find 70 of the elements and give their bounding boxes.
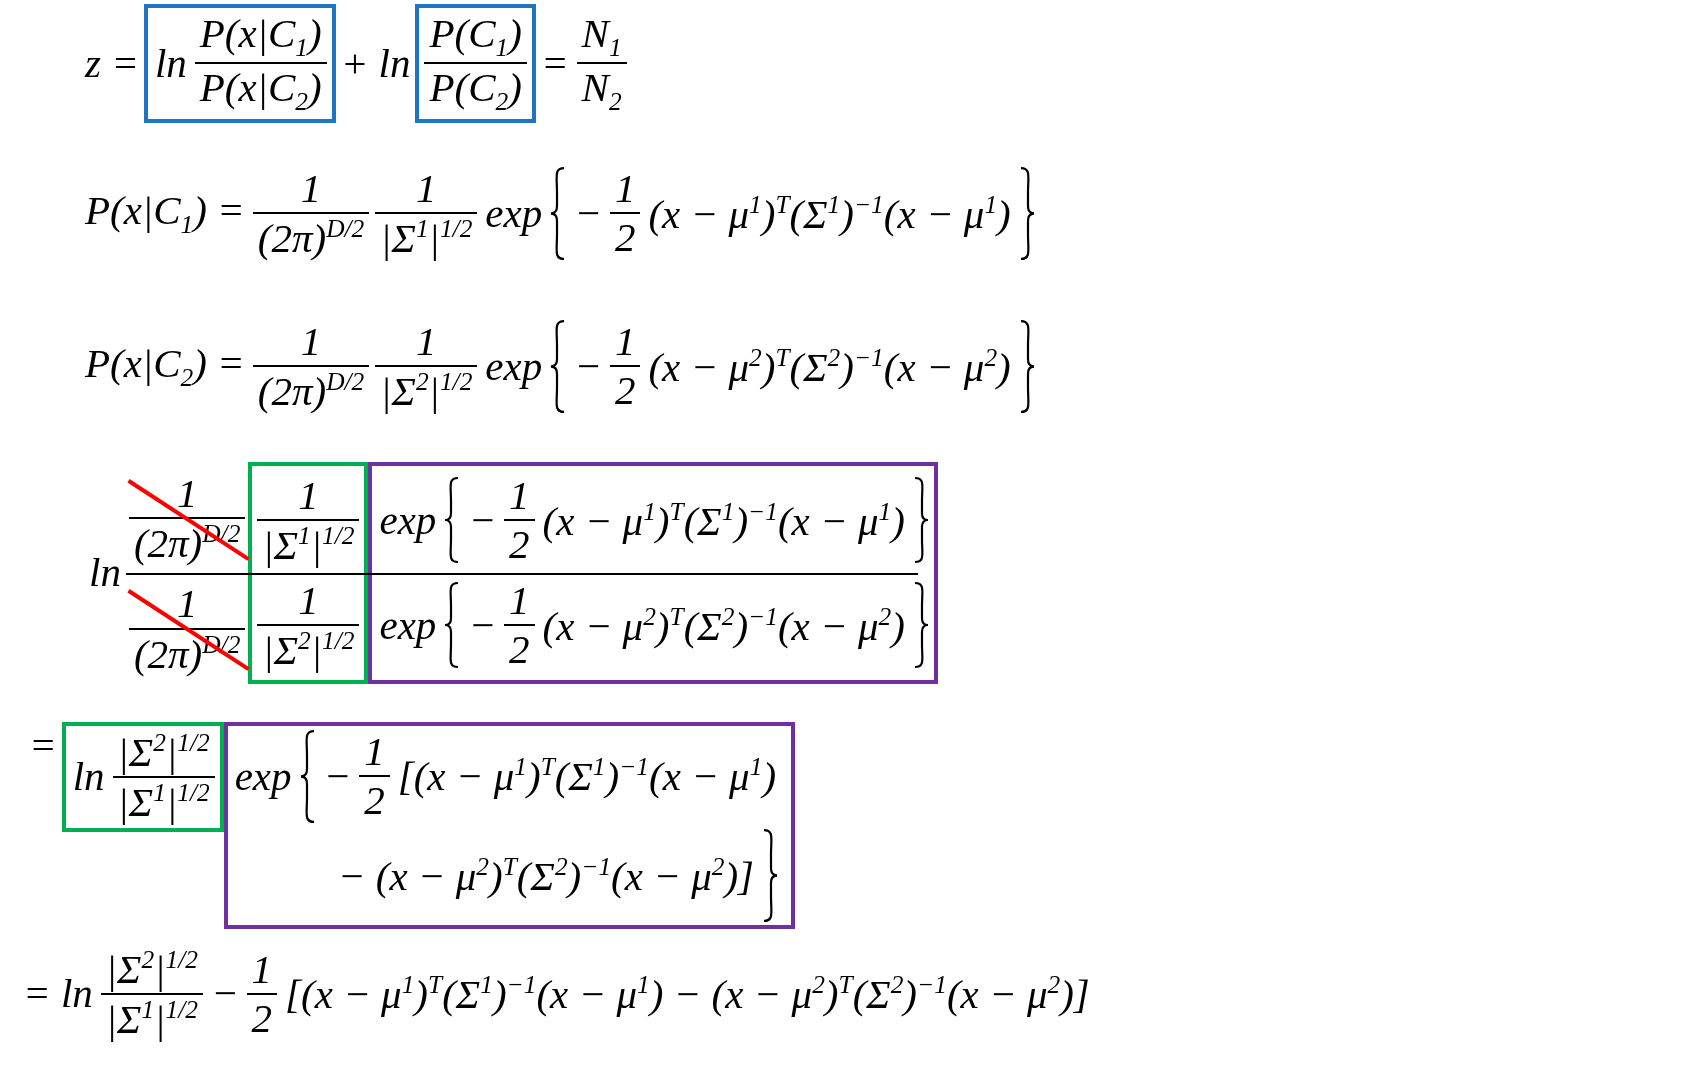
math-term: − bbox=[573, 342, 603, 391]
math-term: (2π)$^{D/2}$ bbox=[256, 367, 366, 415]
math-term: P(x|C$_{2}$) = bbox=[84, 340, 246, 393]
math-term: ln bbox=[88, 549, 122, 597]
math-term: N$_{2}$ bbox=[580, 64, 623, 117]
math-term: |Σ$^{2}$|$^{1/2}$ bbox=[116, 728, 211, 776]
math-term: (2π)$^{D/2}$ bbox=[256, 214, 366, 262]
highlight-box bbox=[248, 462, 369, 684]
math-term: = bbox=[28, 722, 58, 770]
math-term: P(x|C$_{1}$) bbox=[198, 10, 323, 63]
math-term: 1 bbox=[299, 165, 323, 213]
math-term: (x − μ$^{2}$)$^{T}$(Σ$^{2}$)$^{−1}$(x − μ$^{2}$) bbox=[541, 601, 906, 650]
math-term: |Σ$^{1}$|$^{1/2}$ bbox=[116, 777, 211, 826]
math-term: |Σ$^{1}$|$^{1/2}$ bbox=[261, 521, 356, 569]
highlight-box bbox=[368, 462, 938, 684]
highlight-box bbox=[223, 722, 796, 930]
math-term: 1 bbox=[250, 945, 274, 993]
math-term: 1 bbox=[175, 469, 199, 517]
math-term: 1 bbox=[415, 318, 438, 366]
math-term: exp bbox=[233, 752, 293, 800]
math-term: 2 bbox=[508, 521, 531, 569]
math-term: − bbox=[467, 496, 498, 545]
math-term: 1 bbox=[297, 472, 320, 520]
math-term: |Σ$^{2}$|$^{1/2}$ bbox=[379, 367, 474, 415]
math-term: |Σ$^{1}$|$^{1/2}$ bbox=[104, 994, 199, 1043]
math-term: ln bbox=[71, 753, 106, 801]
math-term: 1 bbox=[297, 576, 320, 625]
math-term: 1 bbox=[613, 165, 637, 213]
math-term: exp bbox=[484, 342, 544, 391]
math-term: 2 bbox=[508, 626, 531, 674]
math-term: ln bbox=[153, 39, 188, 87]
math-term: (x − μ$^{1}$)$^{T}$(Σ$^{1}$)$^{−1}$(x − μ$^{1}$) bbox=[647, 189, 1012, 238]
math-term: N$_{1}$ bbox=[580, 10, 623, 63]
math-term: 2 bbox=[250, 994, 274, 1042]
highlight-box bbox=[61, 722, 224, 832]
math-term: 1 bbox=[363, 728, 386, 776]
math-term: exp bbox=[378, 601, 438, 649]
math-term: 1 bbox=[175, 580, 199, 628]
math-term: [(x − μ$^{1}$)$^{T}$(Σ$^{1}$)$^{−1}$(x − μ$^{1}$) − (x − μ$^{2}$)$^{T}$(Σ$^{2}$)$^{−1}$(x − μ$^{2}$)] bbox=[284, 969, 1091, 1018]
math-term: P(C$_{1}$) bbox=[428, 10, 523, 63]
math-term: exp bbox=[484, 189, 544, 238]
math-term: P(x|C$_{2}$) bbox=[198, 64, 323, 117]
math-term: |Σ$^{2}$|$^{1/2}$ bbox=[104, 945, 199, 993]
math-term: − (x − μ$^{2}$)$^{T}$(Σ$^{2}$)$^{−1}$(x − μ$^{2}$)] bbox=[336, 851, 756, 900]
math-term: 1 bbox=[299, 318, 323, 366]
math-term: = ln bbox=[22, 970, 94, 1018]
math-term: |Σ$^{1}$|$^{1/2}$ bbox=[379, 214, 474, 262]
math-term: 2 bbox=[613, 214, 637, 262]
math-term: 1 bbox=[415, 165, 438, 213]
math-term: 1 bbox=[508, 472, 531, 520]
highlight-box bbox=[143, 4, 336, 123]
math-term: − bbox=[322, 752, 353, 800]
math-term: P(x|C$_{1}$) = bbox=[84, 187, 246, 240]
math-term: 2 bbox=[613, 367, 637, 415]
math-term: [(x − μ$^{1}$)$^{T}$(Σ$^{1}$)$^{−1}$(x − μ$^{1}$) bbox=[396, 752, 778, 801]
math-term: (x − μ$^{2}$)$^{T}$(Σ$^{2}$)$^{−1}$(x − μ$^{2}$) bbox=[647, 342, 1012, 391]
math-term: (x − μ$^{1}$)$^{T}$(Σ$^{1}$)$^{−1}$(x − μ$^{1}$) bbox=[541, 496, 906, 545]
math-term: 2 bbox=[363, 777, 386, 825]
highlight-box bbox=[415, 4, 536, 123]
math-term: 1 bbox=[508, 577, 531, 625]
math-term: − bbox=[573, 189, 603, 238]
math-term: − bbox=[209, 970, 240, 1018]
math-term: exp bbox=[378, 496, 438, 545]
math-term: + ln bbox=[339, 39, 412, 87]
math-term: − bbox=[467, 601, 498, 649]
math-term: P(C$_{2}$) bbox=[428, 64, 523, 117]
math-term: z = bbox=[83, 39, 140, 87]
math-term: |Σ$^{2}$|$^{1/2}$ bbox=[261, 626, 356, 674]
math-term: = bbox=[539, 39, 570, 87]
math-term: 1 bbox=[613, 318, 637, 366]
